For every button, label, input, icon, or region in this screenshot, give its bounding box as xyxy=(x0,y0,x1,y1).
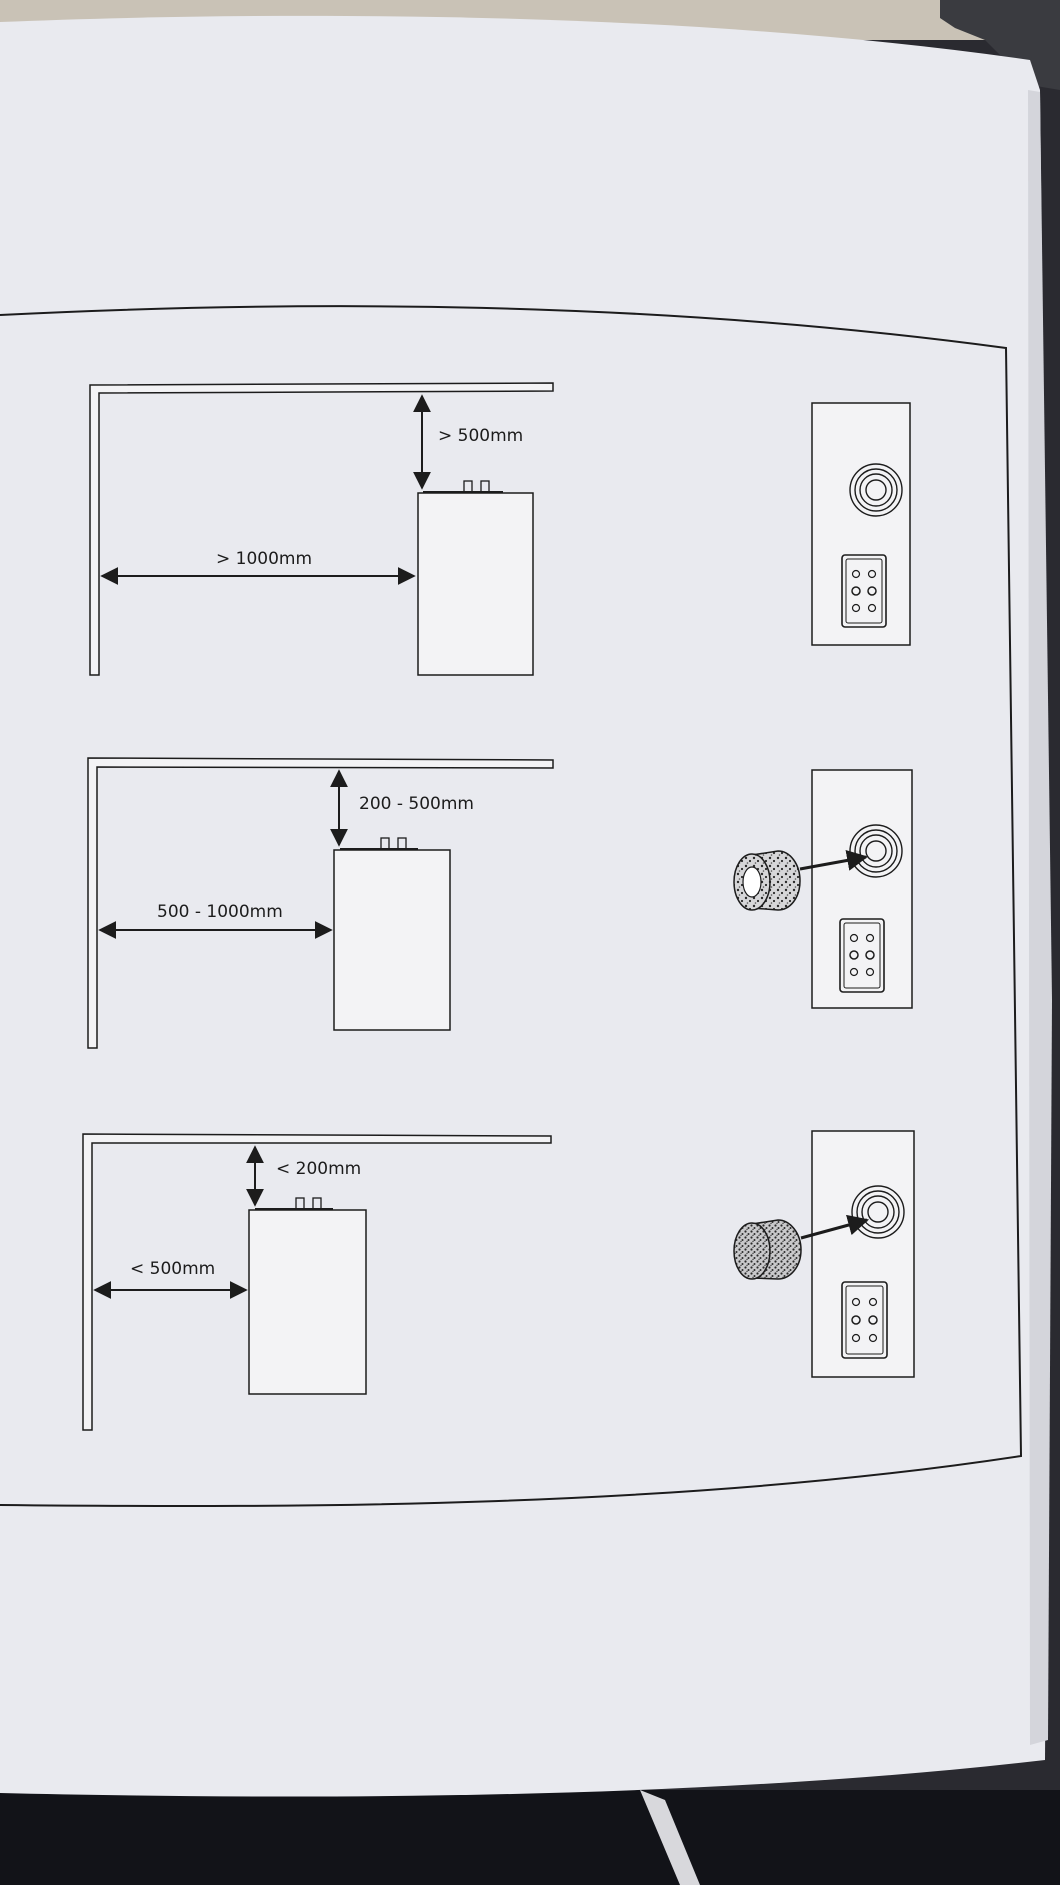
frame-border xyxy=(0,305,1023,1508)
bass-port xyxy=(849,463,903,517)
solid-foam-plug-icon xyxy=(733,1219,802,1280)
terminal xyxy=(463,480,473,493)
page-edge xyxy=(1028,90,1052,1745)
shelf-gap-label: < 200mm xyxy=(276,1159,361,1179)
terminal xyxy=(380,837,390,850)
fold-highlight xyxy=(640,1790,700,1885)
bass-port xyxy=(851,1185,905,1239)
wall-corner xyxy=(82,1133,552,1431)
insert-arrow xyxy=(799,850,869,871)
speaker-cabinet xyxy=(248,1209,367,1395)
speaker-cabinet xyxy=(333,849,451,1031)
terminal xyxy=(312,1197,322,1210)
wall-gap-label: < 500mm xyxy=(130,1259,215,1279)
wall-gap-label: > 1000mm xyxy=(216,549,312,569)
speaker-rear-view-3 xyxy=(733,1130,915,1378)
terminal xyxy=(295,1197,305,1210)
terminal xyxy=(480,480,490,493)
open-foam-plug-icon xyxy=(733,850,801,911)
shelf-gap-label: > 500mm xyxy=(438,426,523,446)
wall-corner xyxy=(87,757,554,1049)
speaker-rear-view-2 xyxy=(733,769,913,1009)
speaker-rear-view-1 xyxy=(811,402,911,646)
placement-diagram-3: < 200mm < 500mm xyxy=(82,1133,552,1431)
insert-arrow xyxy=(800,1214,870,1240)
dark-floor xyxy=(0,1790,1060,1885)
speaker-cabinet xyxy=(417,492,534,676)
shelf-gap-label: 200 - 500mm xyxy=(359,794,474,814)
terminal-plate xyxy=(839,918,885,993)
wall-gap-label: 500 - 1000mm xyxy=(157,902,283,922)
terminal xyxy=(397,837,407,850)
terminal-plate xyxy=(841,554,887,628)
placement-diagram-1: > 500mm > 1000mm xyxy=(89,382,554,676)
wall-corner xyxy=(89,382,554,676)
terminal-plate xyxy=(841,1281,888,1359)
placement-diagram-2: 200 - 500mm 500 - 1000mm xyxy=(87,757,554,1049)
